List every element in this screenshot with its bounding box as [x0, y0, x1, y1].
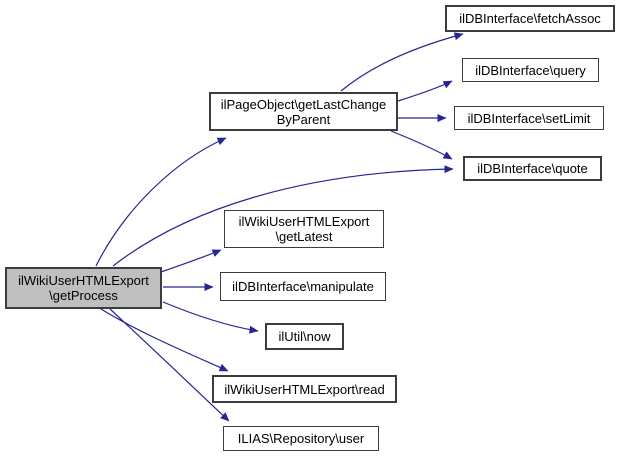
node-label: ilWikiUserHTMLExport — [18, 273, 149, 288]
node-label: \getLatest — [275, 229, 333, 244]
node-label: ilDBInterface\fetchAssoc — [459, 11, 601, 26]
node-label: ilUtil\now — [278, 329, 331, 344]
node-getprocess[interactable]: ilWikiUserHTMLExport \getProcess — [5, 267, 162, 309]
node-label: ilWikiUserHTMLExport\read — [224, 381, 385, 397]
node-setlimit[interactable]: ilDBInterface\setLimit — [454, 106, 604, 130]
node-label: ILIAS\Repository\user — [237, 431, 365, 446]
node-getlatest[interactable]: ilWikiUserHTMLExport \getLatest — [224, 210, 384, 248]
node-read[interactable]: ilWikiUserHTMLExport\read — [212, 375, 397, 403]
node-user[interactable]: ILIAS\Repository\user — [223, 426, 379, 451]
node-label: ilDBInterface\setLimit — [467, 110, 591, 126]
node-getlastchangebyparent[interactable]: ilPageObject\getLastChange ByParent — [209, 92, 398, 131]
node-manipulate[interactable]: ilDBInterface\manipulate — [220, 272, 386, 301]
node-query[interactable]: ilDBInterface\query — [462, 58, 599, 82]
node-fetchassoc[interactable]: ilDBInterface\fetchAssoc — [445, 5, 615, 32]
node-label: ilDBInterface\quote — [477, 161, 588, 176]
node-quote[interactable]: ilDBInterface\quote — [463, 156, 602, 181]
node-label: ilDBInterface\manipulate — [232, 279, 374, 294]
node-label: ilPageObject\getLastChange — [220, 96, 387, 112]
node-label: ilWikiUserHTMLExport — [238, 214, 370, 229]
node-now[interactable]: ilUtil\now — [265, 323, 344, 350]
node-label: ByParent — [276, 111, 331, 127]
node-label: ilDBInterface\query — [475, 62, 586, 78]
node-label: \getProcess — [49, 288, 118, 303]
